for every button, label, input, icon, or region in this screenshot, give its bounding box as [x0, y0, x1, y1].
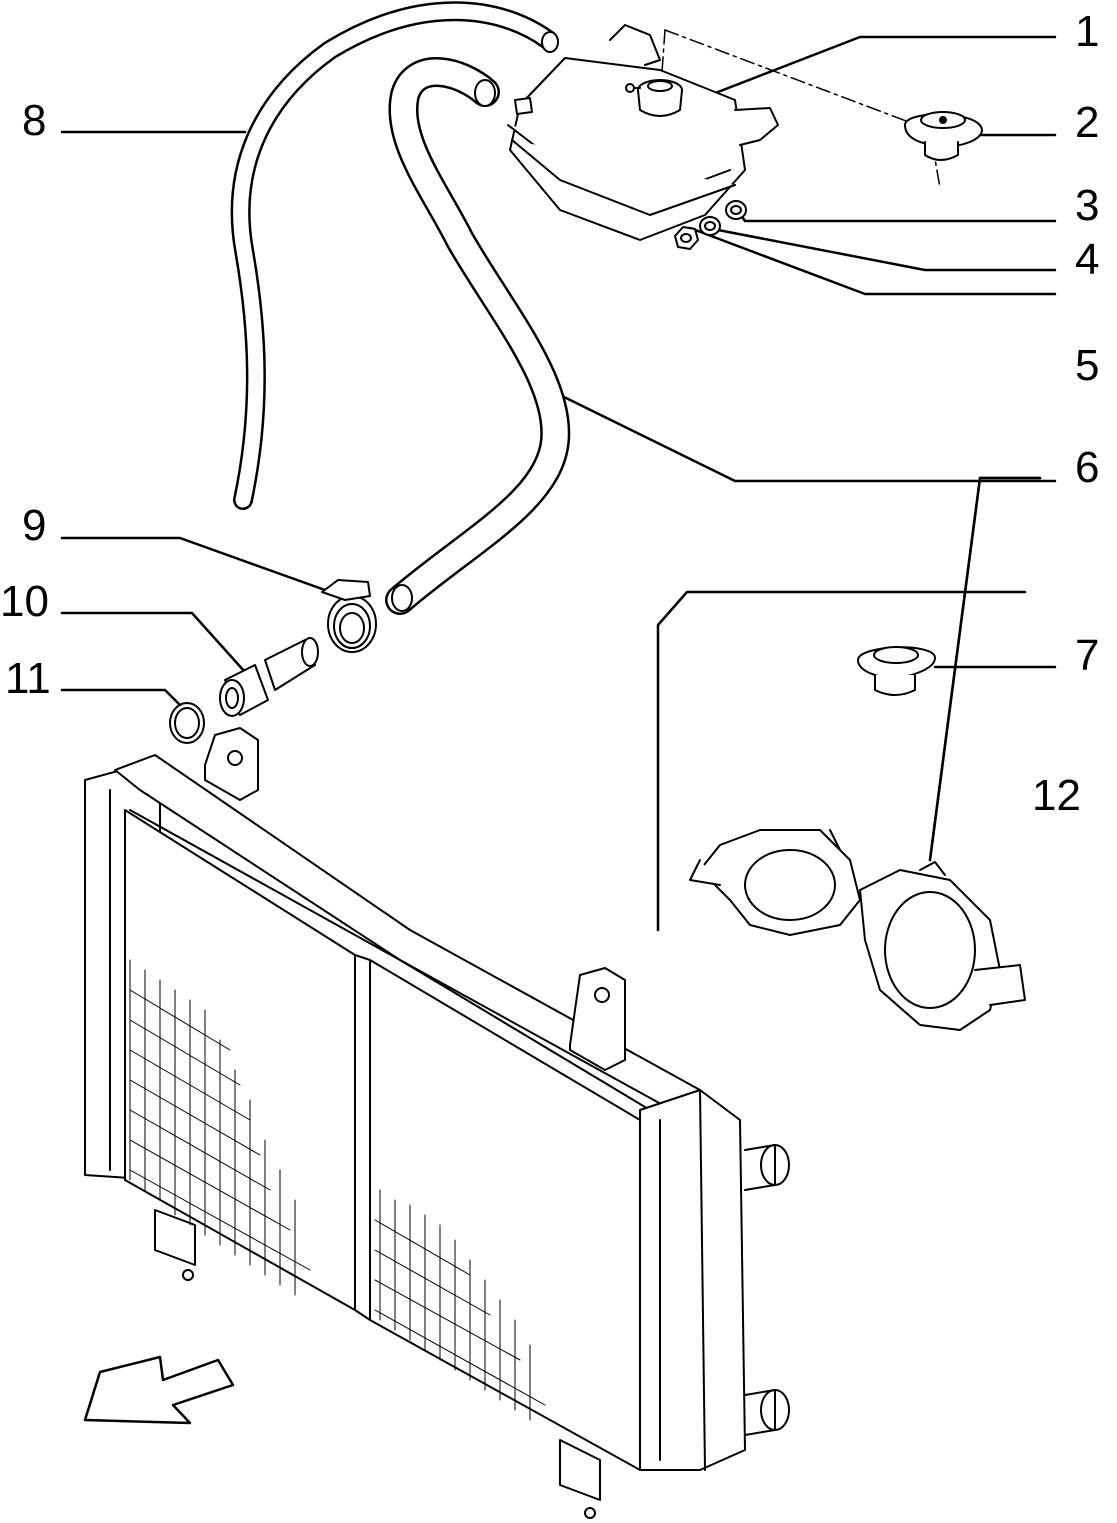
- grommet-7: [857, 646, 936, 696]
- bracket-12: [689, 829, 1026, 1031]
- callout-4: 4: [1075, 235, 1099, 284]
- washer-4: [699, 216, 721, 236]
- nut-5: [674, 226, 699, 250]
- oring-11: [169, 702, 205, 744]
- callout-2: 2: [1075, 98, 1099, 147]
- radiator: [84, 727, 790, 1519]
- callout-10: 10: [0, 577, 49, 626]
- washer-3: [725, 200, 747, 220]
- leader-lines: [60, 35, 1057, 862]
- hose-8: [230, 1, 559, 510]
- hose-6: [385, 57, 571, 615]
- cap-2: [904, 111, 983, 161]
- callout-8: 8: [22, 96, 46, 145]
- callout-9: 9: [22, 501, 46, 550]
- callout-12: 12: [1032, 771, 1081, 820]
- callout-11: 11: [5, 654, 51, 703]
- callout-7: 7: [1075, 631, 1099, 680]
- callout-5: 5: [1075, 341, 1099, 390]
- direction-arrow: [83, 1355, 235, 1425]
- callout-1: 1: [1075, 7, 1099, 56]
- callout-6: 6: [1075, 443, 1099, 492]
- clamp-9: [321, 579, 377, 653]
- expansion-tank: [507, 24, 779, 241]
- separator-bracket: [656, 590, 1027, 932]
- fitting-10: [219, 637, 319, 717]
- callout-labels: 1 2 3 4 5 6 7 8 9 10 11 12: [0, 7, 1099, 820]
- callout-3: 3: [1075, 181, 1099, 230]
